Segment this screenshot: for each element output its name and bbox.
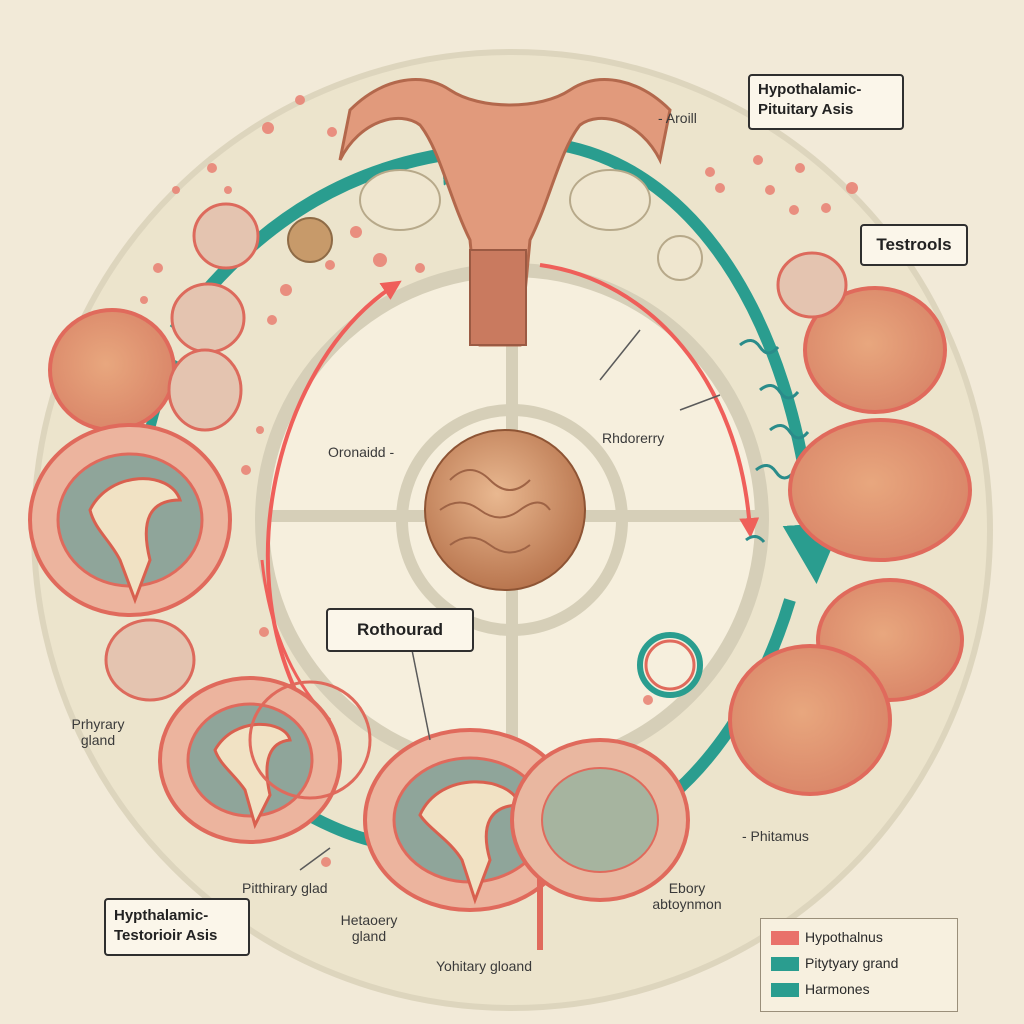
legend-swatch — [771, 957, 799, 971]
left-organs — [28, 202, 372, 844]
central-brain — [424, 429, 586, 591]
legend-swatch — [771, 983, 799, 997]
label-phitamus: - Phitamus — [742, 828, 809, 844]
label-aroill: - Aroill — [658, 110, 697, 126]
bottom-organs — [363, 728, 690, 950]
right-organs — [728, 251, 972, 796]
legend-label: Pitytyary grand — [805, 955, 899, 971]
label-rhdorerry: Rhdorerry — [602, 430, 665, 446]
hormone-particles — [140, 95, 858, 867]
legend: Hypothalnus Pitytyary grand Harmones — [760, 918, 958, 1012]
callout-hp-axis: Hypothalamic- Pituitary Asis — [748, 74, 904, 130]
label-pituitary-left: Prhyrary gland — [71, 716, 125, 748]
label-ebory: Ebory abtoynmon — [652, 880, 722, 912]
label-pitthirary-glad: Pitthirary glad — [242, 880, 328, 896]
pointer-lines — [299, 329, 721, 871]
legend-label: Harmones — [805, 981, 870, 997]
uterus-organ — [287, 78, 703, 347]
receptor-ring — [637, 632, 703, 698]
legend-swatch — [771, 931, 799, 945]
callout-testrools: Testrools — [860, 224, 968, 266]
legend-label: Hypothalnus — [805, 929, 883, 945]
callout-ht-axis: Hypthalamic- Testorioir Asis — [104, 898, 250, 956]
label-oronaidd: Oronaidd - — [328, 444, 395, 460]
red-arrow-right — [539, 263, 760, 538]
hormone-squiggles — [739, 339, 810, 543]
label-yohitary-gloand: Yohitary gloand — [436, 958, 533, 974]
label-hetaoery-gland: Hetaoery gland — [340, 912, 398, 944]
callout-rothourad: Rothourad — [326, 608, 474, 652]
